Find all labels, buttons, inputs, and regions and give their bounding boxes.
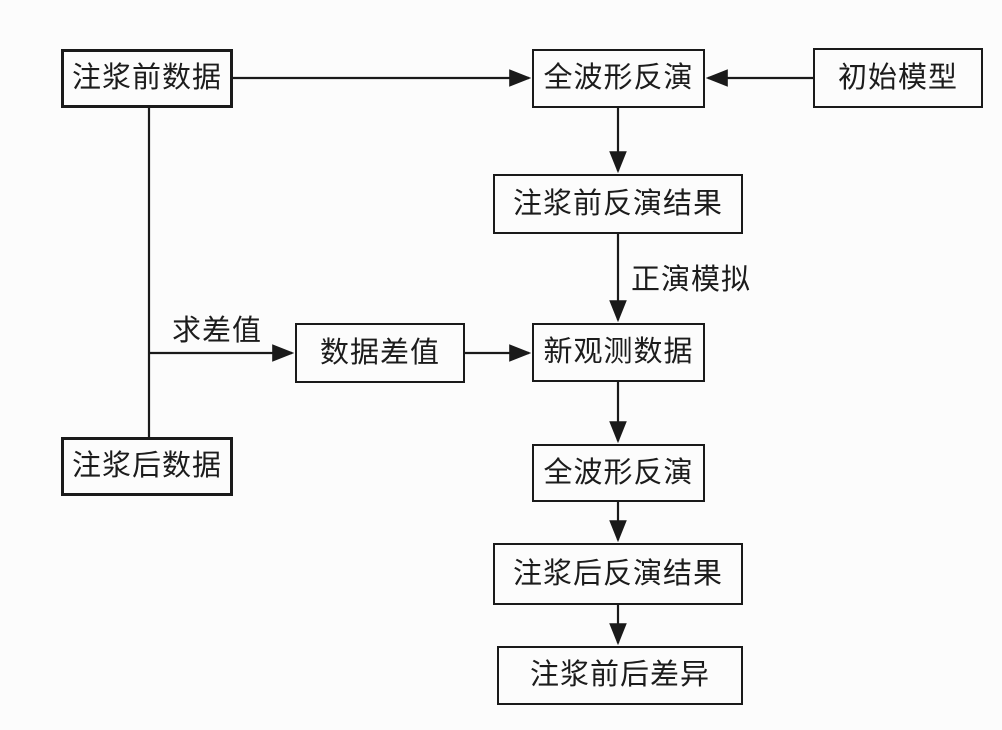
edge-label-compute-difference: 求差值	[172, 315, 263, 347]
node-new-observed-data: 新观测数据	[532, 323, 705, 382]
node-full-waveform-inversion-top: 全波形反演	[532, 49, 705, 108]
node-pre-grouting-inversion-result: 注浆前反演结果	[493, 174, 743, 234]
node-full-waveform-inversion-bottom: 全波形反演	[532, 444, 705, 502]
node-pre-grouting-data: 注浆前数据	[61, 49, 233, 108]
node-post-grouting-data: 注浆后数据	[61, 437, 233, 496]
node-initial-model: 初始模型	[813, 48, 983, 108]
edge-label-forward-simulation: 正演模拟	[631, 264, 752, 296]
node-pre-post-grouting-difference: 注浆前后差异	[497, 646, 743, 705]
node-data-difference: 数据差值	[295, 323, 465, 383]
node-post-grouting-inversion-result: 注浆后反演结果	[493, 543, 743, 605]
